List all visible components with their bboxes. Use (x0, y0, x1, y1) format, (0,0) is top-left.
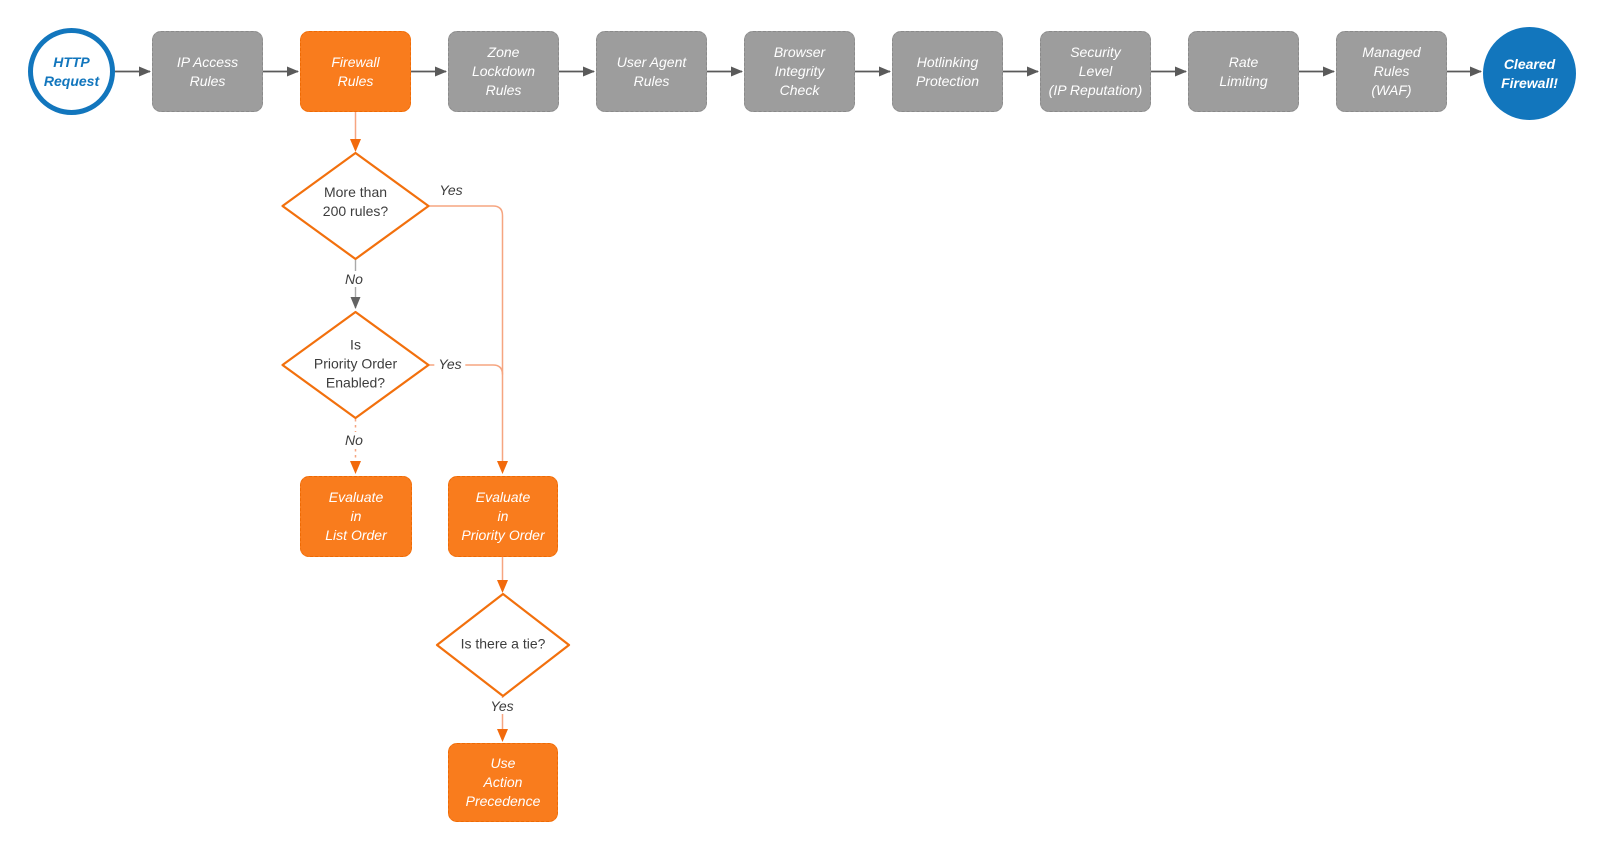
node-ip-access-rules-label: IP Access Rules (176, 53, 239, 89)
edge-label-yes-rule-count: Yes (435, 182, 467, 198)
edge-label-no-rule-count: No (341, 271, 367, 287)
edge-label-yes-tie: Yes (486, 698, 518, 714)
node-cleared-firewall-label: Cleared Firewall! (1501, 55, 1558, 91)
action-evaluate-list-order: Evaluate in List Order (300, 476, 412, 557)
decision-more-than-200-rules-shape (281, 151, 430, 261)
node-http-request: HTTP Request (28, 28, 115, 115)
node-cleared-firewall: Cleared Firewall! (1483, 27, 1576, 120)
node-user-agent-rules-label: User Agent Rules (616, 53, 687, 89)
node-browser-integrity-check-label: Browser Integrity Check (773, 44, 826, 98)
action-evaluate-list-order-label: Evaluate in List Order (325, 489, 387, 543)
decision-is-there-a-tie-label: Is there a tie? (460, 635, 546, 652)
edge-label-yes-priority-order: Yes (434, 356, 466, 372)
node-firewall-rules: Firewall Rules (300, 31, 411, 112)
node-hotlinking-protection-label: Hotlinking Protection (915, 53, 980, 89)
node-user-agent-rules: User Agent Rules (596, 31, 707, 112)
decision-is-there-a-tie-shape (435, 592, 571, 698)
node-ip-access-rules: IP Access Rules (152, 31, 263, 112)
node-rate-limiting-label: Rate Limiting (1219, 53, 1268, 89)
decision-priority-order-enabled-shape (281, 310, 430, 420)
node-http-request-label: HTTP Request (43, 53, 100, 89)
edge-yes-2 (428, 364, 504, 375)
action-use-action-precedence-label: Use Action Precedence (465, 755, 541, 809)
node-zone-lockdown-rules-label: Zone Lockdown Rules (471, 44, 536, 98)
node-managed-rules-waf: Managed Rules (WAF) (1336, 31, 1447, 112)
node-zone-lockdown-rules: Zone Lockdown Rules (448, 31, 559, 112)
node-security-level: Security Level (IP Reputation) (1040, 31, 1151, 112)
action-evaluate-priority-order: Evaluate in Priority Order (448, 476, 558, 557)
node-rate-limiting: Rate Limiting (1188, 31, 1299, 112)
node-firewall-rules-label: Firewall Rules (331, 53, 380, 89)
edge-yes-1 (428, 205, 508, 474)
node-hotlinking-protection: Hotlinking Protection (892, 31, 1003, 112)
node-managed-rules-waf-label: Managed Rules (WAF) (1362, 44, 1421, 98)
decision-priority-order-enabled-label: Is Priority Order Enabled? (313, 336, 398, 391)
node-browser-integrity-check: Browser Integrity Check (744, 31, 855, 112)
decision-more-than-200-rules-label: More than 200 rules? (322, 184, 389, 219)
node-security-level-label: Security Level (IP Reputation) (1048, 44, 1143, 98)
action-evaluate-priority-order-label: Evaluate in Priority Order (461, 489, 545, 543)
action-use-action-precedence: Use Action Precedence (448, 743, 558, 822)
edge-label-no-priority-order: No (341, 432, 367, 448)
